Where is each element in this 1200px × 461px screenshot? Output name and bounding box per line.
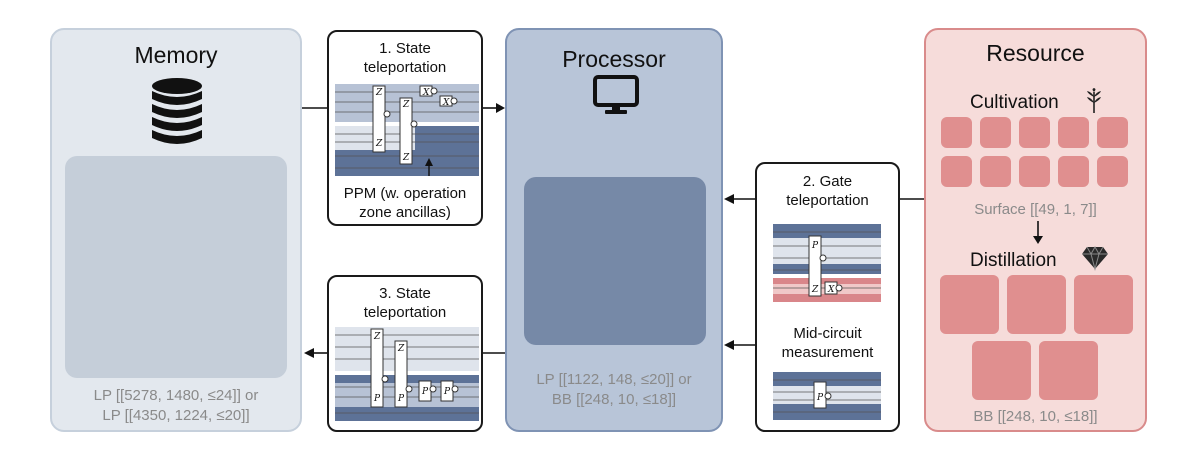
processor-code-line2: BB [[248, 10, ≤18]]: [551, 391, 677, 408]
gate-label: P: [421, 387, 429, 397]
processor-compute-block: [524, 177, 706, 345]
step3-title-line2: teleportation: [363, 304, 447, 321]
memory-panel: Memory LP [[5278, 1480, ≤24]] or LP [[43…: [50, 28, 302, 432]
gate-label: P: [397, 394, 405, 404]
resource-panel: Resource Cultivation Surface [[49, 1, 7]…: [924, 28, 1147, 432]
step1-title-line1: 1. State: [379, 40, 431, 57]
gate-label: X: [442, 98, 450, 108]
distillation-factory: [940, 275, 999, 334]
step2-gate-circuit: P Z X: [773, 224, 881, 302]
gate-label: P: [811, 241, 819, 251]
cultivation-patch: [980, 156, 1011, 187]
gate-label: Z: [402, 153, 410, 163]
bb-code-label: BB [[248, 10, ≤18]]: [973, 408, 1098, 425]
step2-mid-line2: measurement: [781, 344, 874, 361]
step1-state-teleportation-box: 1. State teleportation Z Z Z: [327, 30, 483, 226]
memory-title: Memory: [134, 42, 218, 68]
gate-label: Z: [397, 344, 405, 354]
gate-label: X: [827, 285, 835, 295]
cultivation-patch: [1019, 117, 1050, 148]
distillation-factory: [972, 341, 1031, 400]
cultivation-patch: [980, 117, 1011, 148]
surface-code-label: Surface [[49, 1, 7]]: [974, 201, 1097, 218]
down-arrow-icon: [1033, 221, 1043, 244]
step3-circuit: Z P Z P P P: [335, 327, 479, 421]
gate-label: Z: [375, 139, 383, 149]
step3-state-teleportation-box: 3. State teleportation Z P Z P: [327, 275, 483, 432]
step1-note-line2: zone ancillas): [359, 204, 451, 221]
processor-code-line1: LP [[1122, 148, ≤20]] or: [536, 371, 692, 388]
sprout-icon: [1087, 88, 1101, 113]
cultivation-patch: [1097, 156, 1128, 187]
memory-code-line2: LP [[4350, 1224, ≤20]]: [102, 407, 250, 424]
cultivation-patch: [1019, 156, 1050, 187]
gate-label: P: [816, 393, 824, 403]
cultivation-patch: [941, 156, 972, 187]
distillation-factory: [1039, 341, 1098, 400]
cultivation-patch: [941, 117, 972, 148]
step2-measurement-circuit: P: [773, 372, 881, 420]
step2-gate-teleportation-box: 2. Gate teleportation P Z X Mid-circuit …: [755, 162, 900, 432]
cultivation-patch: [1058, 117, 1089, 148]
monitor-icon: [593, 75, 639, 114]
distillation-factory: [1007, 275, 1066, 334]
memory-storage-block: [65, 156, 287, 378]
gate-label: Z: [373, 332, 381, 342]
distillation-label: Distillation: [970, 250, 1057, 271]
step3-title-line1: 3. State: [379, 285, 431, 302]
memory-code-line1: LP [[5278, 1480, ≤24]] or: [93, 387, 259, 404]
step1-circuit: Z Z Z Z X X: [335, 84, 479, 176]
step2-title-line2: teleportation: [786, 192, 869, 209]
gate-label: Z: [375, 88, 383, 98]
gate-label: Z: [402, 100, 410, 110]
step1-title-line2: teleportation: [363, 59, 447, 76]
cultivation-patch: [1097, 117, 1128, 148]
distillation-factory: [1074, 275, 1133, 334]
step2-title-line1: 2. Gate: [802, 173, 853, 190]
gate-label: P: [373, 394, 381, 404]
gate-label: P: [443, 387, 451, 397]
processor-panel: Processor LP [[1122, 148, ≤20]] or BB [[…: [505, 28, 723, 432]
cultivation-label: Cultivation: [970, 92, 1059, 113]
cultivation-patch: [1058, 156, 1089, 187]
processor-title: Processor: [562, 46, 666, 72]
step2-mid-line1: Mid-circuit: [793, 325, 862, 342]
diamond-icon: [1082, 245, 1108, 271]
resource-title: Resource: [986, 40, 1085, 66]
database-icon: [152, 78, 202, 144]
gate-label: Z: [811, 285, 819, 295]
gate-label: X: [422, 88, 430, 98]
step1-note-line1: PPM (w. operation: [343, 185, 467, 202]
